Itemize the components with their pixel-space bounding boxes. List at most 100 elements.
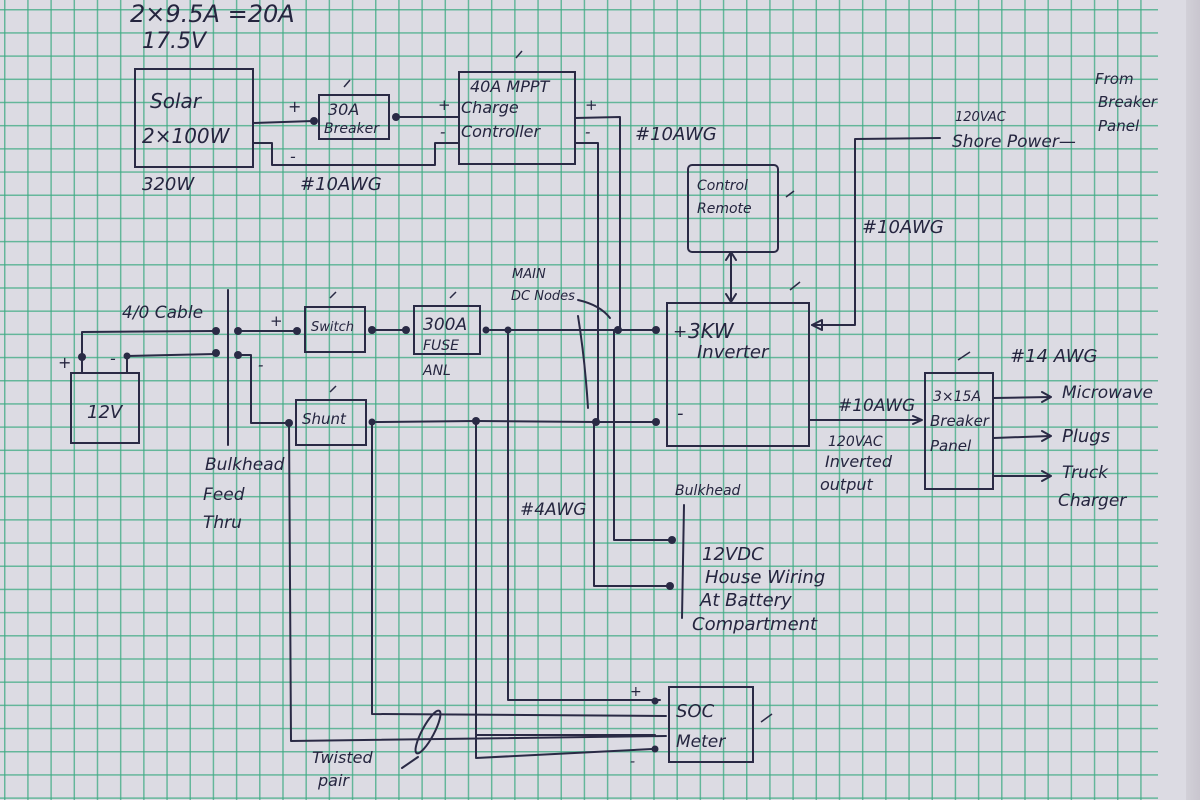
controller-wire-gauge: #10AWG xyxy=(635,124,717,145)
solar-current-note: 2×9.5A =20A xyxy=(130,0,295,28)
shunt-label: Shunt xyxy=(302,410,347,428)
check-mark xyxy=(343,79,351,88)
inverter-label: Inverter xyxy=(697,342,770,363)
solar-box xyxy=(134,68,254,168)
breaker-panel-label-1: Breaker xyxy=(930,412,990,430)
check-mark xyxy=(785,190,795,198)
main-dc-nodes-annotation: MAIN DC Nodes xyxy=(511,267,611,409)
bulkhead-label-2: Feed xyxy=(203,485,245,505)
terminal xyxy=(652,326,660,334)
shore-power-input: 120VAC Shore Power— From Breaker Panel #… xyxy=(862,70,1158,238)
control-remote: Control Remote xyxy=(687,164,795,253)
switch-label: Switch xyxy=(311,320,354,335)
load-label: Truck xyxy=(1062,463,1109,483)
inverter-box xyxy=(666,302,810,447)
negative-main-bus xyxy=(375,420,657,423)
house-bulkhead-wall xyxy=(681,504,685,619)
controller-label-1: Charge xyxy=(461,98,519,117)
inverter-rating: 3KW xyxy=(688,319,735,343)
soc-plus: + xyxy=(630,684,642,700)
shore-power-wire xyxy=(811,137,941,326)
arrow-icon xyxy=(993,391,1052,403)
terminal xyxy=(651,697,659,705)
twisted-pair-label-1: Twisted xyxy=(312,748,373,767)
grid-lines xyxy=(0,0,1158,800)
battery-cable-label: 4/0 Cable xyxy=(122,303,203,323)
control-remote-box xyxy=(687,164,779,253)
breaker-30a-label: Breaker xyxy=(324,121,380,137)
ac-output-label-2: output xyxy=(820,475,874,494)
terminal xyxy=(482,326,490,334)
house-negative-wire xyxy=(593,421,671,587)
ac-wire-gauge: #10AWG xyxy=(838,396,915,416)
main-nodes-label-2: DC Nodes xyxy=(511,289,575,304)
shunt-sense-wire-b xyxy=(288,422,667,742)
fuse-box xyxy=(413,305,481,355)
arrow-icon xyxy=(993,470,1052,482)
shunt-box xyxy=(295,399,367,446)
check-mark xyxy=(449,291,457,299)
fuse-type: ANL xyxy=(422,363,451,379)
soc-meter-label-1: SOC xyxy=(676,701,715,722)
control-remote-label-2: Remote xyxy=(697,201,752,217)
house-voltage: 12VDC xyxy=(702,544,764,565)
solar-plus: + xyxy=(288,97,301,116)
solar-wire-gauge: #10AWG xyxy=(300,174,382,195)
dc-wire-gauge: #4AWG xyxy=(520,500,586,520)
shore-source-2: Breaker xyxy=(1098,93,1158,111)
controller-rating: 40A MPPT xyxy=(470,77,550,96)
solar-negative-wire xyxy=(252,142,459,166)
soc-minus: - xyxy=(630,754,635,770)
arrow-icon xyxy=(993,430,1052,442)
breaker-30a: 30A Breaker xyxy=(310,79,400,140)
ac-output-label-1: Inverted xyxy=(825,452,893,471)
shore-power-label: Shore Power— xyxy=(952,132,1076,152)
load-plugs: Plugs xyxy=(993,426,1110,447)
terminal xyxy=(668,536,676,544)
check-mark xyxy=(760,713,773,723)
control-remote-label-1: Control xyxy=(697,178,748,194)
check-mark xyxy=(515,50,523,59)
terminal xyxy=(652,418,660,426)
shunt-sense-wire-a xyxy=(371,421,667,717)
soc-meter: SOC Meter + - xyxy=(630,684,773,770)
shore-wire-gauge: #10AWG xyxy=(862,217,944,238)
house-positive-wire xyxy=(613,329,673,541)
house-wiring-note: Bulkhead 12VDC House Wiring At Battery C… xyxy=(675,483,825,635)
breaker-panel-label-2: Panel xyxy=(930,437,972,455)
terminal xyxy=(212,349,220,357)
house-label-3: Compartment xyxy=(692,614,818,635)
bulkhead-label-3: Thru xyxy=(203,513,242,533)
twisted-pair-label-2: pair xyxy=(317,771,350,790)
bulkhead-label-1: Bulkhead xyxy=(205,455,285,475)
main-dc-node-positive xyxy=(614,326,622,334)
check-mark xyxy=(329,385,337,393)
battery-positive-cable xyxy=(81,330,216,374)
inverter-minus: - xyxy=(677,403,684,424)
breaker-30a-box xyxy=(318,94,390,140)
shunt-minus: - xyxy=(258,356,263,374)
breaker-30a-rating: 30A xyxy=(328,100,359,119)
twisted-pair-marker xyxy=(414,709,442,755)
soc-negative-lead xyxy=(475,735,653,759)
twisted-pair-label: Twisted pair xyxy=(312,748,373,790)
terminal xyxy=(368,326,376,334)
battery-voltage: 12V xyxy=(87,402,124,423)
terminal xyxy=(392,113,400,121)
terminal xyxy=(212,327,220,335)
shore-source-1: From xyxy=(1095,70,1134,88)
switch-box xyxy=(304,306,366,353)
battery: 12V + - 4/0 Cable xyxy=(58,303,203,444)
load-label: Plugs xyxy=(1062,426,1110,447)
ac-breaker-panel: 3×15A Breaker Panel xyxy=(924,351,994,490)
inverter-plus: + xyxy=(673,322,687,342)
ac-output-voltage: 120VAC xyxy=(828,434,883,450)
shore-power-voltage: 120VAC xyxy=(955,110,1007,125)
breaker-panel-rating: 3×15A xyxy=(933,389,981,405)
soc-negative-wire xyxy=(475,420,656,736)
battery-box xyxy=(70,372,140,444)
battery-minus: - xyxy=(110,349,116,368)
load-label: Microwave xyxy=(1062,383,1153,403)
battery-plus: + xyxy=(58,353,71,372)
